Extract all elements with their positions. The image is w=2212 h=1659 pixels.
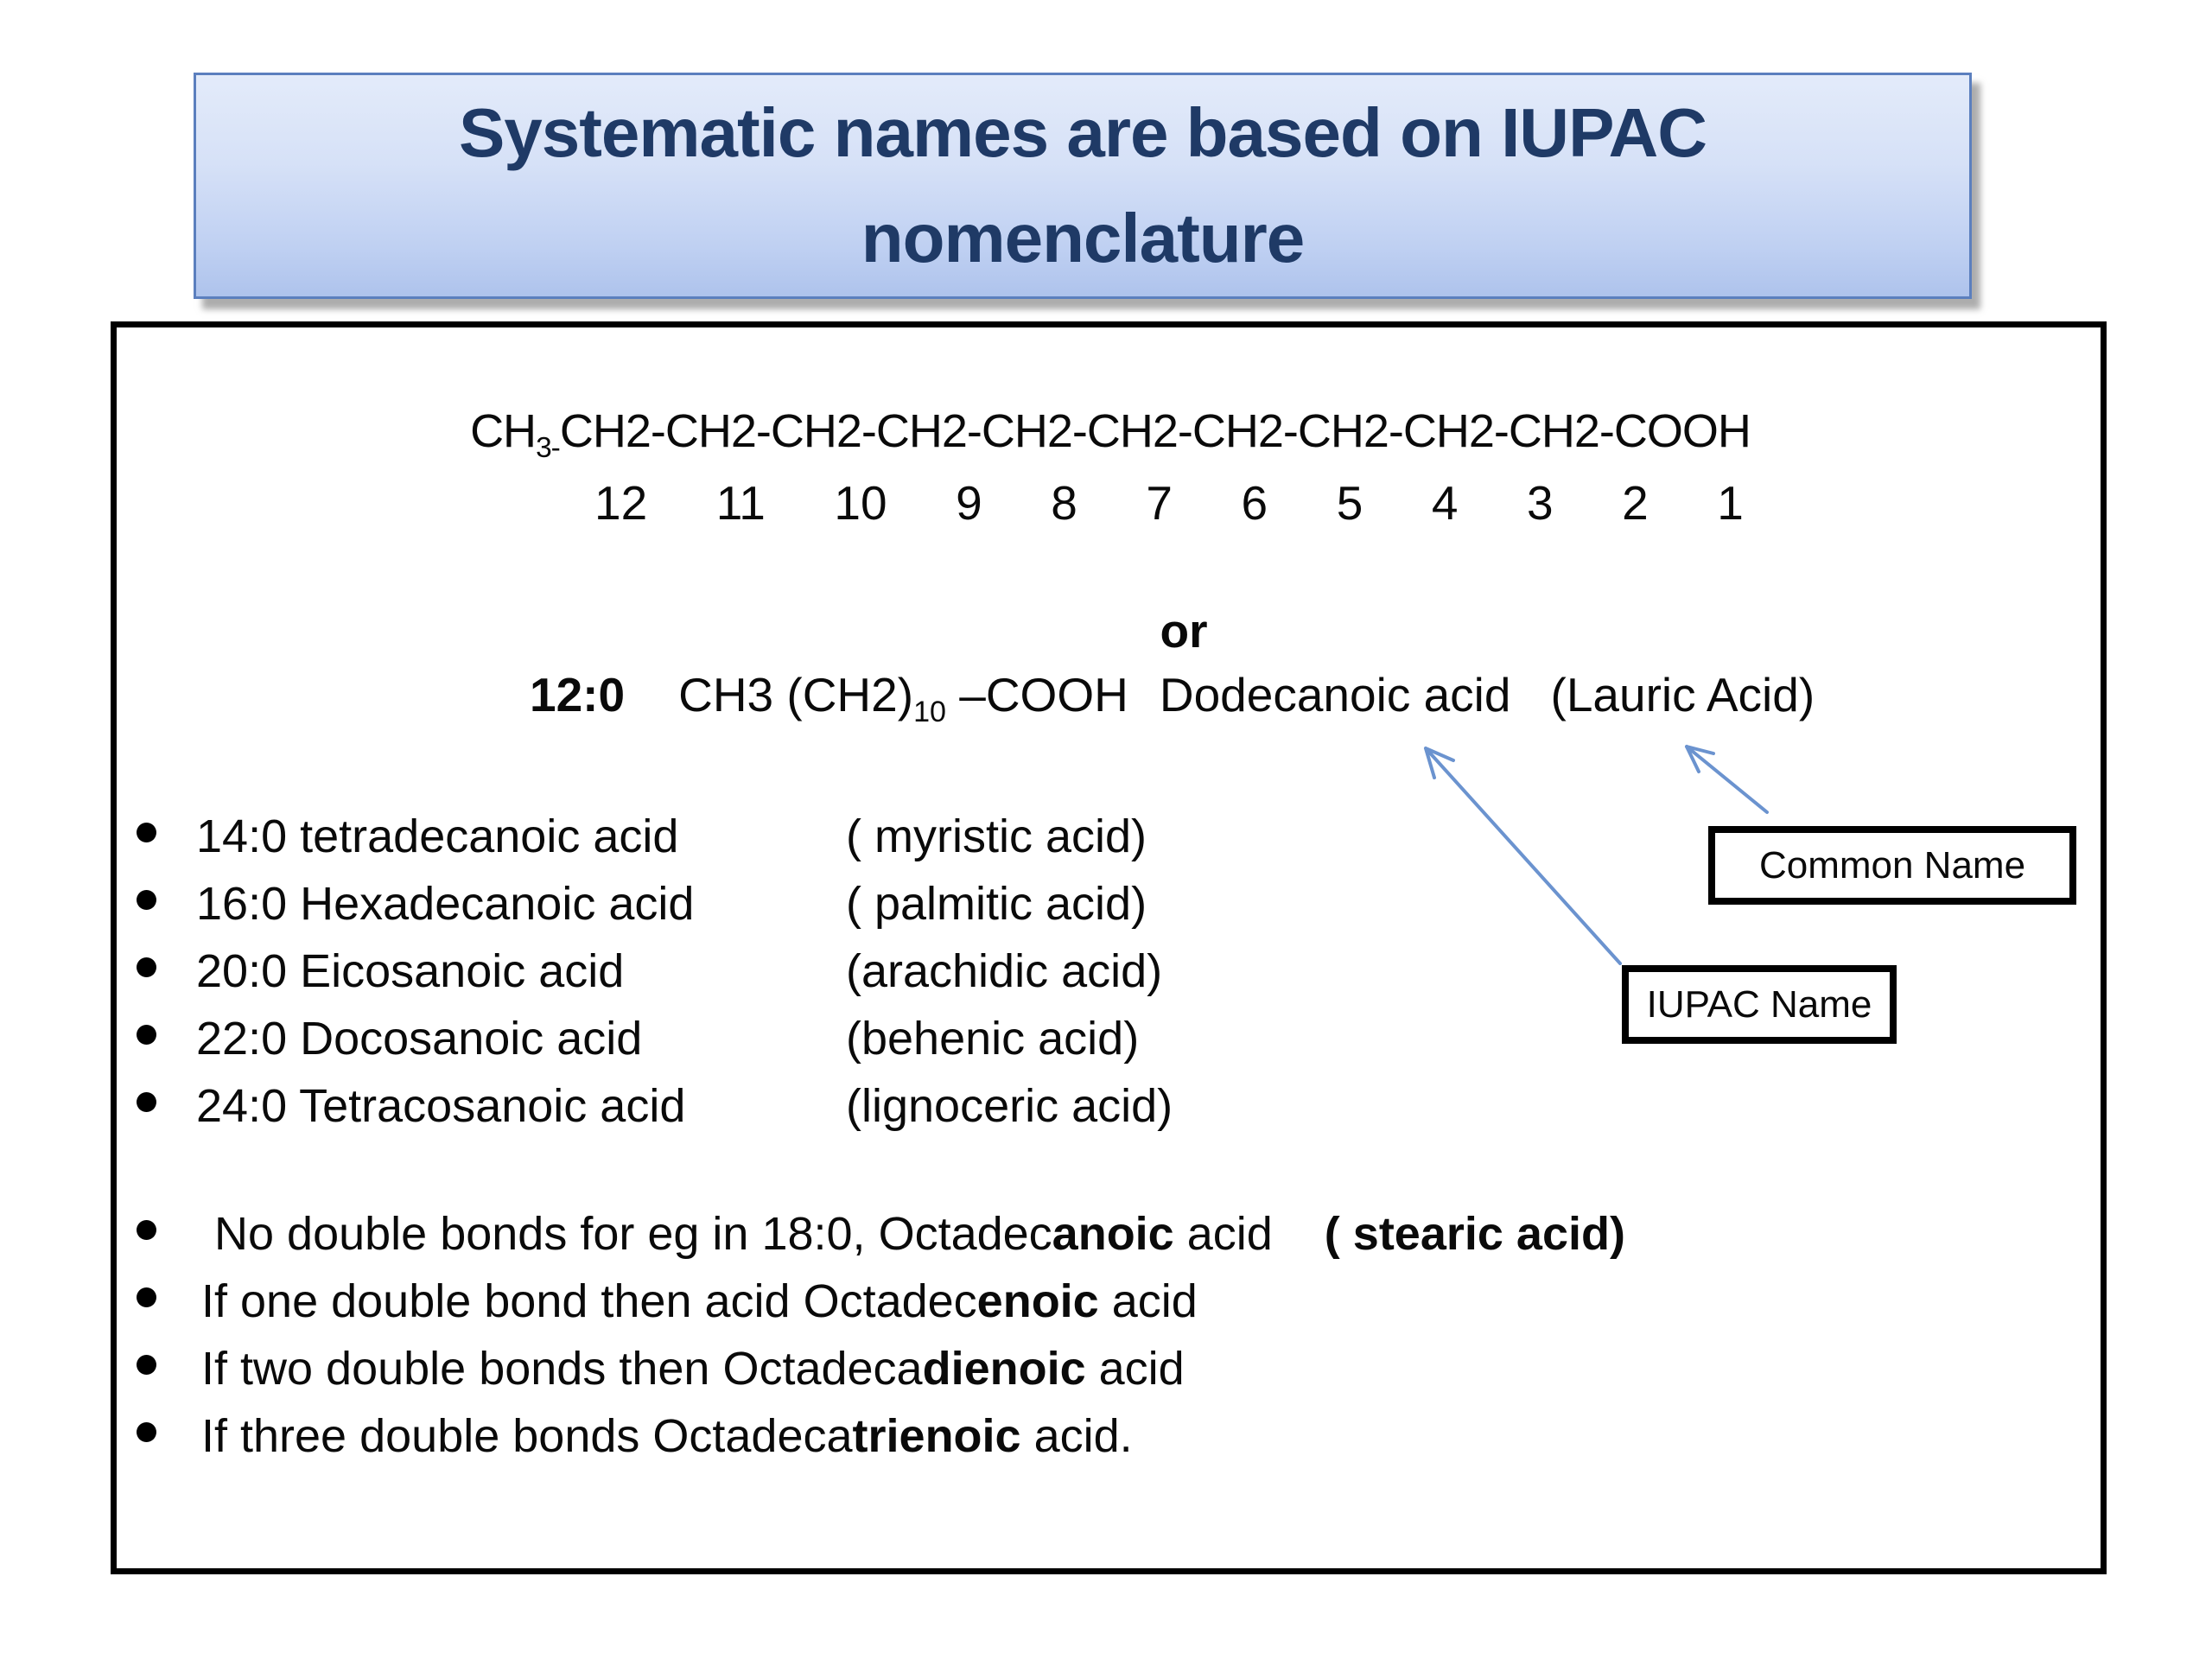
carbon-number: 7 bbox=[1146, 476, 1173, 530]
carbon-number: 1 bbox=[1717, 476, 1744, 530]
bullet-icon bbox=[137, 890, 156, 910]
carbon-number: 10 bbox=[834, 476, 887, 530]
naming-rule-item: If one double bond then acid Octadecenoi… bbox=[130, 1274, 1625, 1341]
acid-list-item: 24:0 Tetracosanoic acid (lignoceric acid) bbox=[130, 1078, 1173, 1146]
rule-text-segment: acid bbox=[1098, 1275, 1198, 1327]
example-iupac-name: Dodecanoic acid bbox=[1159, 668, 1511, 721]
acid-common-name: ( palmitic acid) bbox=[846, 878, 1147, 930]
acid-systematic-name: 24:0 Tetracosanoic acid bbox=[196, 1080, 686, 1132]
bullet-icon bbox=[137, 1025, 156, 1045]
naming-rule-text: If three double bonds Octadecatrienoic a… bbox=[201, 1408, 1133, 1464]
bullet-icon bbox=[137, 1355, 156, 1375]
title-banner: Systematic names are based on IUPAC nome… bbox=[194, 73, 1972, 299]
naming-rule-item: If two double bonds then Octadecadienoic… bbox=[130, 1341, 1625, 1408]
rule-text-bold-segment: enoic bbox=[976, 1275, 1099, 1327]
or-label: or bbox=[1160, 604, 1208, 658]
acid-list-item: 14:0 tetradecanoic acid ( myristic acid) bbox=[130, 809, 1173, 876]
formula-chain: CH2-CH2-CH2-CH2-CH2-CH2-CH2-CH2-CH2-CH2-… bbox=[559, 405, 1751, 457]
rule-text-bold-segment: ( stearic acid) bbox=[1324, 1208, 1625, 1260]
acid-list-item: 22:0 Docosanoic acid (behenic acid) bbox=[130, 1011, 1173, 1078]
acid-list-item: 20:0 Eicosanoic acid (arachidic acid) bbox=[130, 944, 1173, 1011]
carbon-number: 8 bbox=[1051, 476, 1077, 530]
acid-systematic-name: 14:0 tetradecanoic acid bbox=[196, 810, 679, 862]
rule-text-segment: acid bbox=[1085, 1343, 1185, 1395]
iupac-name-label: IUPAC Name bbox=[1646, 982, 1872, 1026]
naming-rule-text: If two double bonds then Octadecadienoic… bbox=[201, 1341, 1185, 1396]
carbon-number: 6 bbox=[1241, 476, 1268, 530]
common-name-label: Common Name bbox=[1758, 843, 2026, 887]
common-name-callout-box: Common Name bbox=[1708, 826, 2076, 905]
rule-text-bold-segment: anoic bbox=[1052, 1208, 1174, 1260]
page-title-line-1: Systematic names are based on IUPAC bbox=[458, 94, 1707, 171]
rule-text-bold-segment: dienoic bbox=[922, 1343, 1086, 1395]
acid-list-item: 16:0 Hexadecanoic acid ( palmitic acid) bbox=[130, 876, 1173, 944]
carbon-number: 11 bbox=[715, 476, 766, 530]
rule-text-bold-segment: trienoic bbox=[852, 1410, 1021, 1462]
naming-rule-item: If three double bonds Octadecatrienoic a… bbox=[130, 1408, 1625, 1476]
rule-text-segment: acid bbox=[1173, 1208, 1325, 1260]
rule-text-segment: If one double bond then acid Octadec bbox=[201, 1275, 977, 1327]
naming-rule-item: No double bonds for eg in 18:0, Octadeca… bbox=[130, 1206, 1625, 1274]
formula-subscript: 3- bbox=[536, 431, 561, 464]
carbon-number: 9 bbox=[956, 476, 982, 530]
example-common-name: (Lauric Acid) bbox=[1550, 668, 1815, 721]
acid-systematic-name: 20:0 Eicosanoic acid bbox=[196, 945, 625, 997]
bullet-icon bbox=[137, 1092, 156, 1112]
example-line: 12:0 CH3 (CH2)10 –COOH Dodecanoic acid (Lau… bbox=[530, 667, 1815, 729]
acid-common-name: (behenic acid) bbox=[846, 1013, 1140, 1065]
acid-systematic-name: 22:0 Docosanoic acid bbox=[196, 1013, 643, 1065]
acid-common-name: (lignoceric acid) bbox=[846, 1080, 1173, 1132]
example-ratio: 12:0 bbox=[530, 668, 626, 721]
bullet-icon bbox=[137, 823, 156, 842]
content-frame bbox=[111, 321, 2107, 1574]
naming-rule-text: If one double bond then acid Octadecenoi… bbox=[201, 1274, 1198, 1329]
bullet-icon bbox=[137, 1220, 156, 1240]
saturated-acid-list: 14:0 tetradecanoic acid( myristic acid)1… bbox=[130, 809, 1173, 1146]
page-title-line-2: nomenclature bbox=[861, 200, 1306, 276]
acid-systematic-name: 16:0 Hexadecanoic acid bbox=[196, 878, 695, 930]
naming-rules-list: No double bonds for eg in 18:0, Octadeca… bbox=[130, 1206, 1625, 1476]
iupac-name-callout-box: IUPAC Name bbox=[1622, 965, 1897, 1044]
carbon-number: 4 bbox=[1431, 476, 1459, 530]
acid-common-name: ( myristic acid) bbox=[846, 810, 1147, 862]
example-formula-pre: CH3 (CH2) bbox=[678, 668, 914, 721]
rule-text-segment: No double bonds for eg in 18:0, Octadec bbox=[201, 1208, 1052, 1260]
example-formula-subscript: 10 bbox=[913, 696, 946, 728]
carbon-number: 5 bbox=[1336, 476, 1363, 530]
example-formula-post: –COOH bbox=[945, 668, 1128, 721]
example-formula: CH3 (CH2)10 –COOH bbox=[678, 668, 1128, 728]
bullet-icon bbox=[137, 957, 156, 977]
formula-prefix: CH bbox=[470, 405, 537, 457]
rule-text-segment: acid. bbox=[1020, 1410, 1133, 1462]
carbon-number-row: 12 11 10 9 8 7 6 5 4 3 2 1 bbox=[594, 475, 1744, 531]
carbon-number: 12 bbox=[594, 476, 648, 530]
carbon-number: 2 bbox=[1622, 476, 1649, 530]
structural-formula: CH3-CH2-CH2-CH2-CH2-CH2-CH2-CH2-CH2-CH2-… bbox=[346, 404, 1875, 465]
bullet-icon bbox=[137, 1422, 156, 1442]
bullet-icon bbox=[137, 1287, 156, 1307]
naming-rule-text: No double bonds for eg in 18:0, Octadeca… bbox=[201, 1206, 1625, 1262]
rule-text-segment: If three double bonds Octadeca bbox=[201, 1410, 853, 1462]
acid-common-name: (arachidic acid) bbox=[846, 945, 1163, 997]
carbon-number: 3 bbox=[1526, 476, 1554, 530]
rule-text-segment: If two double bonds then Octadeca bbox=[201, 1343, 923, 1395]
